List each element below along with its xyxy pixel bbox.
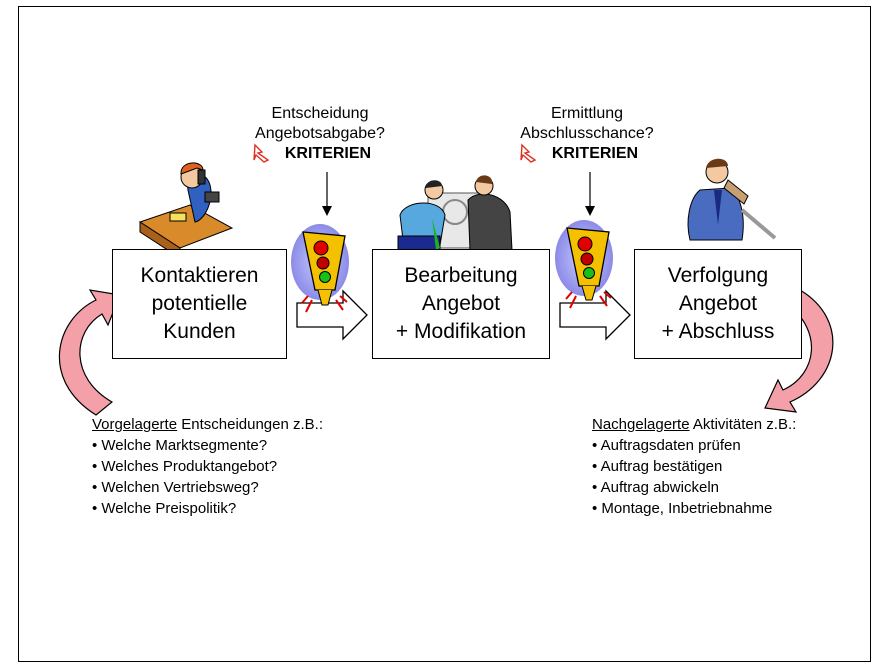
decision-line: Entscheidung: [271, 105, 369, 122]
decision-line: Angebotsabgabe?: [255, 125, 385, 142]
notes-list: Welche Marktsegmente? Welches Produktang…: [92, 435, 392, 519]
step-line: Kunden: [163, 320, 236, 343]
block-arrow-1-icon: [296, 289, 368, 341]
hand-pointer-2-icon: [520, 143, 537, 163]
notes-heading: Vorgelagerte Entscheidungen z.B.:: [92, 414, 392, 435]
step-line: + Modifikation: [395, 320, 527, 343]
step-line: + Abschluss: [661, 320, 775, 343]
decision-label-offer: Entscheidung Angebotsabgabe? KRITERIEN: [230, 104, 410, 164]
slide-frame: [18, 6, 871, 662]
notes-heading-underlined: Vorgelagerte: [92, 416, 178, 433]
decision-line: Ermittlung: [550, 105, 624, 122]
criteria-label: KRITERIEN: [551, 145, 639, 162]
curved-arrow-right-icon: [764, 289, 834, 413]
step-line: Angebot: [421, 292, 501, 315]
post-activities-notes: Nachgelagerte Aktivitäten z.B.: Auftrags…: [592, 414, 867, 519]
curved-arrow-left-icon: [58, 289, 121, 416]
notes-heading: Nachgelagerte Aktivitäten z.B.:: [592, 414, 867, 435]
notes-heading-underlined: Nachgelagerte: [592, 416, 690, 433]
list-item: Welches Produktangebot?: [92, 456, 392, 477]
notes-heading-rest: Aktivitäten z.B.:: [689, 416, 797, 433]
step-line: Angebot: [678, 292, 758, 315]
traffic-light-2-icon: [555, 220, 613, 309]
step-line: potentielle: [151, 292, 248, 315]
list-item: Auftrag abwickeln: [592, 477, 867, 498]
step-box-processing: Bearbeitung Angebot + Modifikation: [372, 249, 550, 359]
step-box-contact: Kontaktieren potentielle Kunden: [112, 249, 287, 359]
step-line: Verfolgung: [667, 264, 769, 287]
pre-decisions-notes: Vorgelagerte Entscheidungen z.B.: Welche…: [92, 414, 392, 519]
list-item: Welchen Vertriebsweg?: [92, 477, 392, 498]
block-arrow-2-icon: [559, 289, 631, 341]
businessman-phone-icon: [687, 158, 777, 241]
down-arrow-2-icon: [585, 172, 595, 216]
colleagues-at-machine-icon: [397, 175, 513, 253]
hand-pointer-1-icon: [253, 143, 270, 163]
notes-list: Auftragsdaten prüfen Auftrag bestätigen …: [592, 435, 867, 519]
list-item: Auftrag bestätigen: [592, 456, 867, 477]
list-item: Welche Marktsegmente?: [92, 435, 392, 456]
traffic-light-1-icon: [291, 224, 349, 313]
list-item: Welche Preispolitik?: [92, 498, 392, 519]
list-item: Montage, Inbetriebnahme: [592, 498, 867, 519]
down-arrow-1-icon: [322, 172, 332, 216]
receptionist-phone-icon: [138, 162, 234, 259]
decision-label-closing: Ermittlung Abschlusschance? KRITERIEN: [497, 104, 677, 164]
notes-heading-rest: Entscheidungen z.B.:: [177, 416, 324, 433]
decision-line: Abschlusschance?: [520, 125, 654, 142]
step-line: Bearbeitung: [404, 264, 518, 287]
criteria-label: KRITERIEN: [284, 145, 372, 162]
step-box-followup: Verfolgung Angebot + Abschluss: [634, 249, 802, 359]
list-item: Auftragsdaten prüfen: [592, 435, 867, 456]
step-line: Kontaktieren: [140, 264, 259, 287]
